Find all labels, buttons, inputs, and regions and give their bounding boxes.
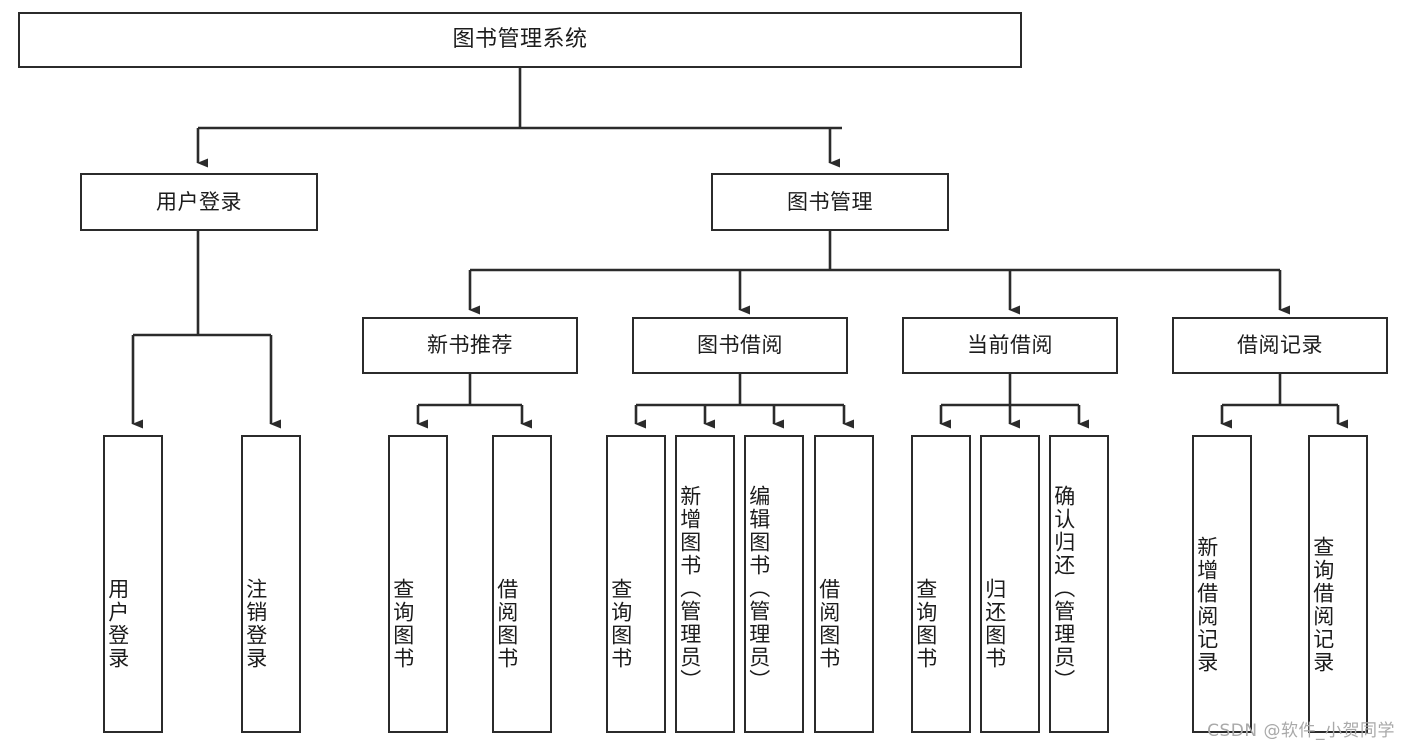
- leaf-logout-login[interactable]: 注销登录: [241, 435, 301, 733]
- node-label: 查询图书: [913, 578, 938, 670]
- leaf-add-book[interactable]: 新增图书（管理员）: [675, 435, 735, 733]
- node-label: 用户登录: [156, 189, 242, 214]
- node-label: 确认归还（管理员）: [1051, 484, 1076, 692]
- node-label: 归还图书: [982, 578, 1007, 670]
- node-book-borrow[interactable]: 图书借阅: [632, 317, 848, 374]
- node-label: 借阅图书: [494, 578, 519, 670]
- node-book-manage[interactable]: 图书管理: [711, 173, 949, 231]
- leaf-confirm-return[interactable]: 确认归还（管理员）: [1049, 435, 1109, 733]
- node-new-book-recommend[interactable]: 新书推荐: [362, 317, 578, 374]
- node-label: 图书借阅: [697, 333, 783, 358]
- node-label: 借阅图书: [816, 578, 841, 670]
- node-label: 查询图书: [390, 578, 415, 670]
- leaf-query-record[interactable]: 查询借阅记录: [1308, 435, 1368, 733]
- node-label: 查询借阅记录: [1310, 536, 1335, 674]
- leaf-user-login[interactable]: 用户登录: [103, 435, 163, 733]
- leaf-edit-book[interactable]: 编辑图书（管理员）: [744, 435, 804, 733]
- leaf-query-book-1[interactable]: 查询图书: [388, 435, 448, 733]
- node-label: 新增图书（管理员）: [677, 484, 702, 692]
- leaf-query-book-2[interactable]: 查询图书: [606, 435, 666, 733]
- node-borrow-record[interactable]: 借阅记录: [1172, 317, 1388, 374]
- leaf-borrow-book-1[interactable]: 借阅图书: [492, 435, 552, 733]
- node-label: 用户登录: [105, 578, 130, 670]
- leaf-return-book[interactable]: 归还图书: [980, 435, 1040, 733]
- node-label: 图书管理系统: [452, 27, 588, 53]
- node-label: 查询图书: [608, 578, 633, 670]
- node-label: 图书管理: [787, 189, 873, 214]
- node-label: 借阅记录: [1237, 333, 1323, 358]
- leaf-query-book-3[interactable]: 查询图书: [911, 435, 971, 733]
- node-label: 注销登录: [243, 578, 268, 670]
- node-root-system[interactable]: 图书管理系统: [18, 12, 1022, 68]
- watermark: CSDN @软件_小贺同学: [1207, 721, 1395, 741]
- node-label: 新书推荐: [427, 333, 513, 358]
- node-label: 新增借阅记录: [1194, 536, 1219, 674]
- node-label: 编辑图书（管理员）: [746, 484, 771, 692]
- node-label: 当前借阅: [967, 333, 1053, 358]
- node-user-login[interactable]: 用户登录: [80, 173, 318, 231]
- node-current-borrow[interactable]: 当前借阅: [902, 317, 1118, 374]
- leaf-borrow-book-2[interactable]: 借阅图书: [814, 435, 874, 733]
- leaf-add-record[interactable]: 新增借阅记录: [1192, 435, 1252, 733]
